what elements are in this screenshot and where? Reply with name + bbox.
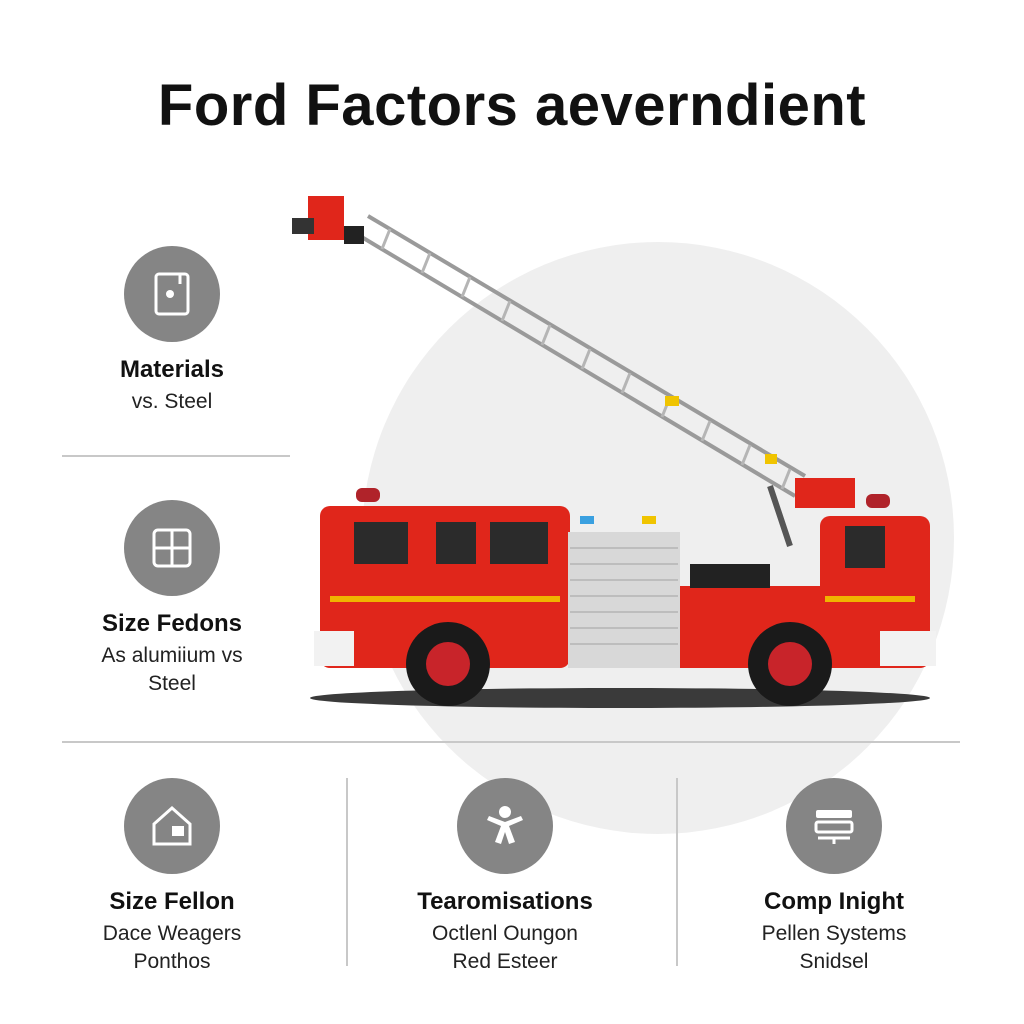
- panel-icon: [124, 246, 220, 342]
- feature-title: Materials: [119, 356, 225, 383]
- feature-line: Snidsel: [799, 950, 869, 973]
- house-icon: [124, 778, 220, 874]
- page-title: Ford Factors aeverndient: [157, 73, 867, 138]
- feature-line: Steel: [148, 672, 196, 695]
- stack-icon: [786, 778, 882, 874]
- feature-tearomisations: Tearomisations Octlenl Oungon Red Esteer: [375, 778, 635, 976]
- feature-line: Red Esteer: [452, 950, 558, 973]
- feature-title: Size Fedons: [101, 610, 243, 637]
- divider: [62, 741, 960, 743]
- feature-comp-inight: Comp Inight Pellen Systems Snidsel: [704, 778, 964, 976]
- divider: [62, 455, 290, 457]
- divider: [676, 778, 678, 966]
- feature-line: vs. Steel: [131, 390, 213, 413]
- grid-icon: [124, 500, 220, 596]
- divider: [346, 778, 348, 966]
- feature-size-fedons: Size Fedons As alumiium vs Steel: [42, 500, 302, 698]
- feature-line: Octlenl Oungon: [432, 922, 578, 945]
- feature-line: Ponthos: [133, 950, 211, 973]
- feature-title: Comp Inight: [764, 888, 904, 915]
- fire-truck-illustration: [292, 196, 936, 708]
- feature-title: Size Fellon: [109, 888, 235, 915]
- feature-line: As alumiium vs: [101, 644, 243, 667]
- feature-size-fellon: Size Fellon Dace Weagers Ponthos: [42, 778, 302, 976]
- feature-line: Pellen Systems: [761, 922, 907, 945]
- feature-line: Dace Weagers: [102, 922, 242, 945]
- ladder: [358, 214, 807, 498]
- person-icon: [457, 778, 553, 874]
- feature-title: Tearomisations: [417, 888, 593, 915]
- feature-materials: Materials vs. Steel: [42, 246, 302, 416]
